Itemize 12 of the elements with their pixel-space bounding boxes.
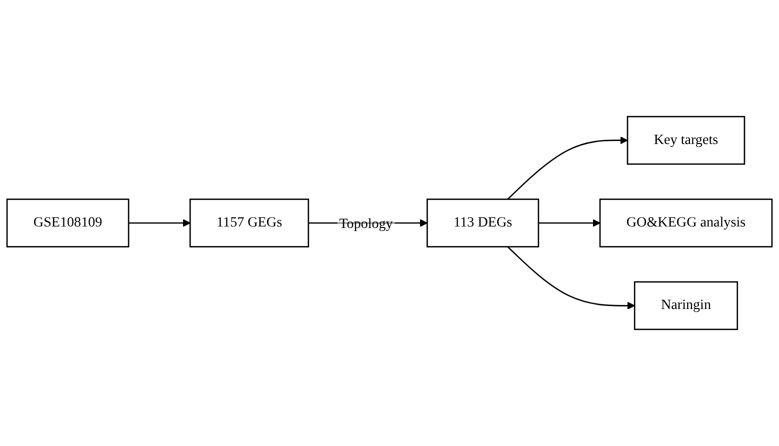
node-box: GO&KEGG analysis	[599, 198, 773, 248]
arrow	[128, 219, 190, 227]
node-box: Naringin	[634, 281, 738, 330]
arrow	[507, 246, 635, 310]
node-box: GSE108109	[6, 198, 130, 248]
edge-label: Topology	[339, 216, 393, 232]
node-box: 1157 GEGs	[189, 198, 310, 248]
arrow	[507, 136, 628, 200]
arrow	[308, 219, 428, 227]
arrow	[538, 219, 600, 227]
node-box: Key targets	[626, 116, 746, 165]
node-box: 113 DEGs	[426, 198, 540, 248]
